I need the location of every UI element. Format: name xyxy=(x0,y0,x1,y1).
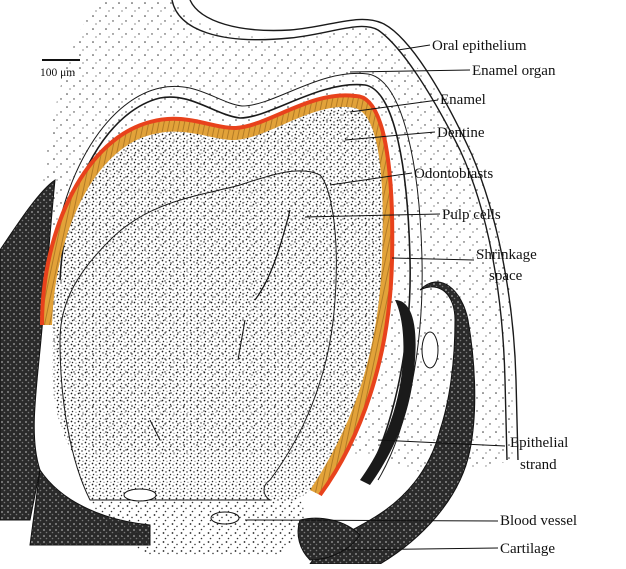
label-enamel: Enamel xyxy=(440,92,486,108)
label-epithelial-strand-line2: strand xyxy=(520,457,557,473)
base-tissue xyxy=(90,500,304,555)
label-cartilage: Cartilage xyxy=(500,541,555,557)
label-enamel-organ: Enamel organ xyxy=(472,63,556,79)
label-odontoblasts: Odontoblasts xyxy=(414,166,493,182)
label-blood-vessel: Blood vessel xyxy=(500,513,577,529)
label-dentine: Dentine xyxy=(437,125,485,141)
label-oral-epithelium: Oral epithelium xyxy=(432,38,527,54)
label-pulp-cells: Pulp cells xyxy=(442,207,501,223)
label-epithelial-strand-line1: Epithelial xyxy=(510,435,568,451)
leader-oral-epithelium xyxy=(398,45,430,50)
label-shrinkage-space-line2: space xyxy=(489,268,523,284)
label-shrinkage-space-line1: Shrinkage xyxy=(476,247,537,263)
scale-bar-label: 100 μm xyxy=(40,67,75,79)
